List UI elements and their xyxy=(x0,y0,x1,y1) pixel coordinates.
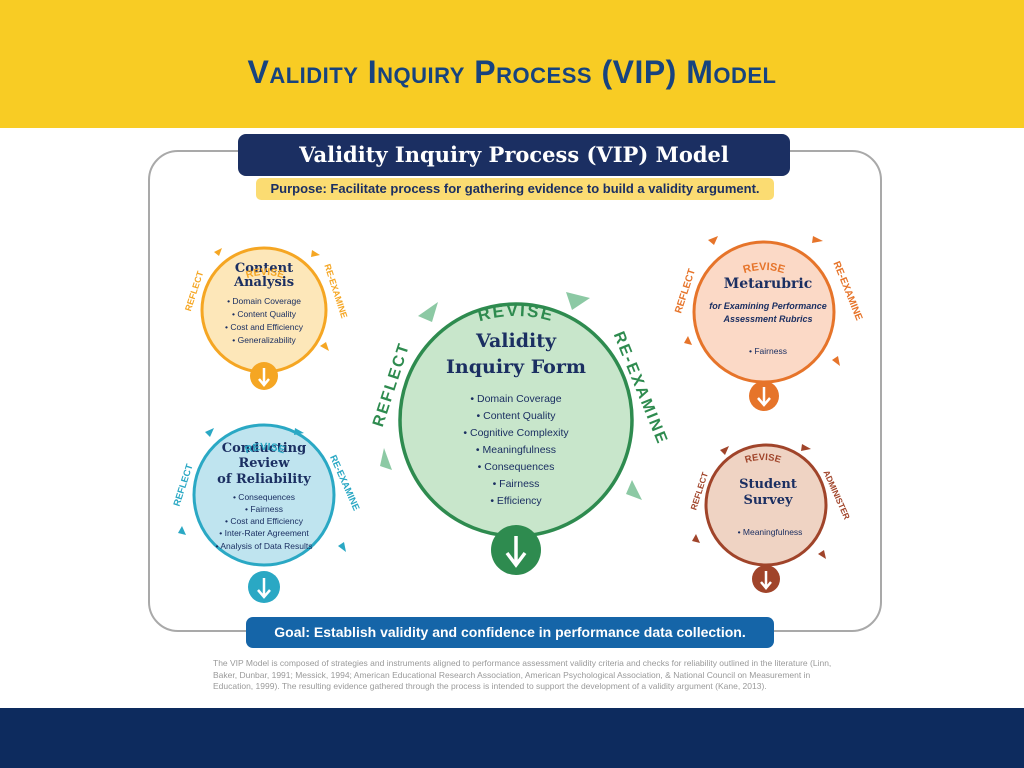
content-analysis-item: • Domain Coverage xyxy=(227,296,301,306)
vif-item: • Efficiency xyxy=(490,495,542,507)
survey-title-2: Survey xyxy=(743,493,793,508)
metarubric-arc-revise: REVISE xyxy=(742,261,786,276)
reliability-circle xyxy=(192,423,336,567)
content-analysis-item: • Content Quality xyxy=(232,309,297,319)
vif-item: • Fairness xyxy=(493,478,540,490)
content-analysis-arc-revise: REVISE xyxy=(245,267,286,281)
cycle-arrow-icon xyxy=(205,428,214,437)
reliability-item: • Analysis of Data Results xyxy=(216,541,313,551)
metarubric-title: Metarubric xyxy=(724,276,813,292)
content-analysis-node: Content Analysis • Domain Coverage • Con… xyxy=(183,246,349,390)
footnote: The VIP Model is composed of strategies … xyxy=(213,658,832,691)
vif-item: • Cognitive Complexity xyxy=(463,427,569,439)
reliability-item: • Inter-Rater Agreement xyxy=(219,528,309,538)
cycle-arrow-icon xyxy=(380,448,392,470)
content-analysis-item: • Generalizability xyxy=(232,335,296,345)
cycle-arrow-icon xyxy=(311,250,320,257)
metarubric-subtitle-1: for Examining Performance xyxy=(709,301,827,311)
cycle-arrow-icon xyxy=(720,446,729,455)
metarubric-item: • Fairness xyxy=(749,346,787,356)
slide-title: Validity Inquiry Process (VIP) Model xyxy=(247,54,777,90)
reliability-title-1: Conducting xyxy=(222,441,306,456)
cycle-arrow-icon xyxy=(566,292,590,310)
cycle-arrow-icon xyxy=(818,550,826,559)
reliability-title-2: Review xyxy=(238,456,290,471)
cycle-arrow-icon xyxy=(294,428,304,435)
cycle-arrow-icon xyxy=(626,480,642,500)
vif-node: Validity Inquiry Form • Domain Coverage … xyxy=(370,292,671,575)
cycle-arrow-icon xyxy=(832,356,840,366)
header-band xyxy=(0,0,1024,128)
content-analysis-title-1: Content xyxy=(235,261,293,276)
vif-item: • Consequences xyxy=(478,461,555,473)
survey-item: • Meaningfulness xyxy=(738,527,803,537)
vif-item: • Meaningfulness xyxy=(476,444,556,456)
cycle-arrow-icon xyxy=(812,236,823,243)
reliability-item: • Cost and Efficiency xyxy=(225,516,304,526)
cycle-arrow-icon xyxy=(692,534,700,543)
cycle-arrow-icon xyxy=(214,248,222,256)
reliability-item: • Consequences xyxy=(233,492,295,502)
metarubric-arc-reexamine: RE-EXAMINE xyxy=(830,260,864,323)
cycle-arrow-icon xyxy=(801,444,811,451)
diagram-title-banner: Validity Inquiry Process (VIP) Model xyxy=(238,134,790,176)
cycle-arrow-icon xyxy=(708,236,718,245)
footer-band xyxy=(0,708,1024,768)
reliability-arc-revise: REVISE xyxy=(243,441,286,456)
content-analysis-item: • Cost and Efficiency xyxy=(225,322,304,332)
survey-node: Student Survey • Meaningfulness REVISE R… xyxy=(688,443,852,593)
cycle-arrow-icon xyxy=(684,336,692,345)
content-analysis-title-2: Analysis xyxy=(233,275,294,290)
vif-item: • Domain Coverage xyxy=(470,393,561,405)
reliability-title-3: of Reliability xyxy=(217,472,311,487)
metarubric-subtitle-2: Assessment Rubrics xyxy=(722,314,812,324)
cycle-arrow-icon xyxy=(338,542,346,552)
goal-banner: Goal: Establish validity and confidence … xyxy=(246,617,774,648)
vif-item: • Content Quality xyxy=(477,410,557,422)
vif-title-2: Inquiry Form xyxy=(446,356,586,378)
reliability-item: • Fairness xyxy=(245,504,283,514)
reliability-node: Conducting Review of Reliability • Conse… xyxy=(172,423,361,603)
vif-title-1: Validity xyxy=(475,330,557,352)
purpose-banner: Purpose: Facilitate process for gatherin… xyxy=(256,178,774,200)
survey-arc-revise: REVISE xyxy=(744,452,783,466)
survey-title-1: Student xyxy=(739,477,797,492)
reliability-arc-reflect: REFLECT xyxy=(172,463,196,508)
cycle-arrow-icon xyxy=(320,342,329,351)
cycle-arrow-icon xyxy=(178,526,186,535)
cycle-arrow-icon xyxy=(418,302,438,322)
metarubric-node: Metarubric for Examining Performance Ass… xyxy=(673,236,864,411)
